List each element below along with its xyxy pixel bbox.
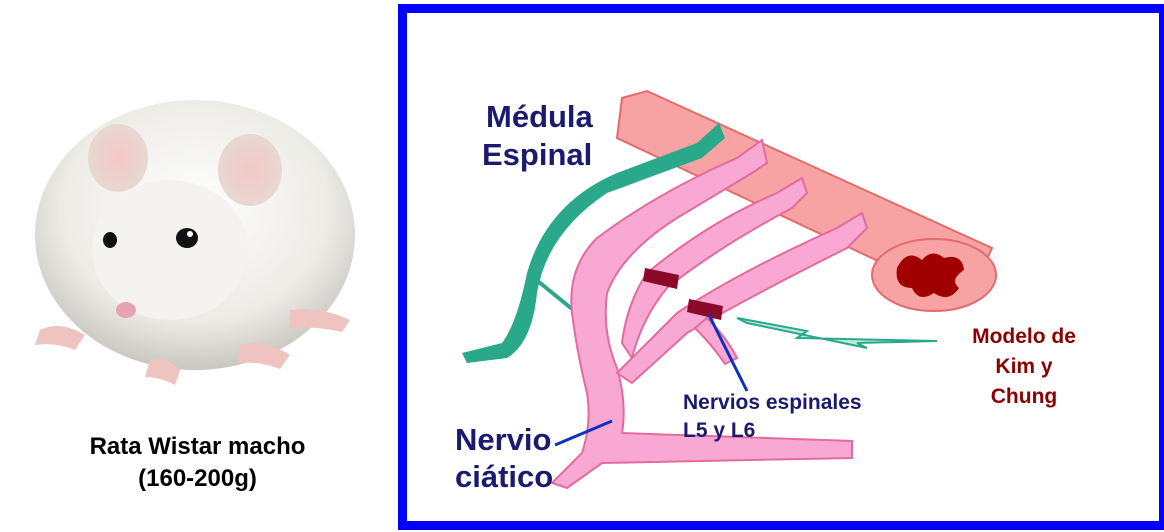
rat-ear-left: [88, 124, 148, 192]
label-ciatico: ciático: [455, 459, 553, 494]
rat-paw-left: [35, 326, 85, 350]
rat-caption-line2: (160-200g): [0, 465, 395, 493]
rat-ear-right: [218, 134, 282, 206]
rat-head: [92, 180, 248, 320]
label-l5-l6: L5 y L6: [683, 419, 755, 442]
label-medula: Médula: [486, 99, 594, 134]
rat-nose: [116, 302, 136, 318]
rat-illustration: [0, 60, 395, 420]
rat-eye-left: [103, 232, 117, 248]
lightning-bolt: [737, 318, 937, 348]
pointer-spinal-nerves: [709, 315, 747, 391]
rat-caption-line1: Rata Wistar macho: [0, 433, 395, 461]
label-modelo-de: Modelo de: [972, 325, 1076, 348]
label-espinal: Espinal: [482, 137, 592, 172]
diagram-frame: Médula Espinal Nervio ciático Nervios es…: [398, 4, 1164, 530]
label-nervio: Nervio: [455, 422, 551, 457]
label-kim-y: Kim y: [995, 355, 1053, 378]
nerve-diagram: Médula Espinal Nervio ciático Nervios es…: [407, 13, 1159, 521]
label-chung: Chung: [991, 385, 1057, 408]
label-nervios-espinales: Nervios espinales: [683, 391, 862, 414]
rat-eye-right: [176, 228, 198, 248]
rat-panel: Rata Wistar macho (160-200g): [0, 0, 395, 532]
